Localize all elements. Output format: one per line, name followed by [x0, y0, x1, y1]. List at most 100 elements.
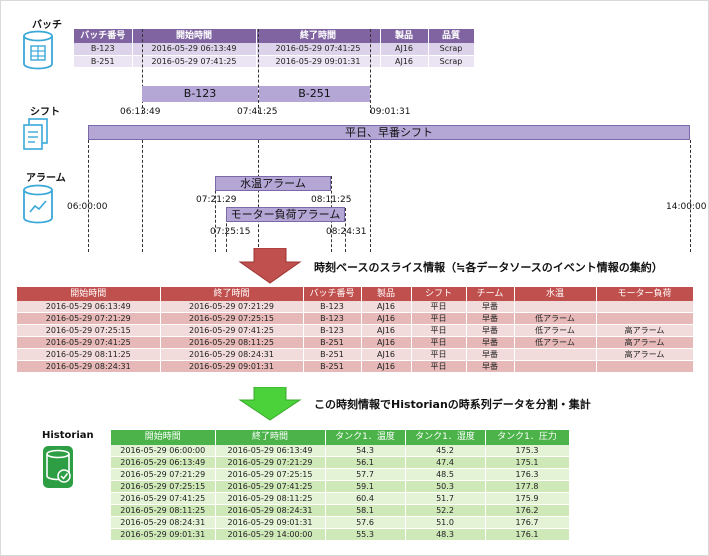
- batch-col-header: バッチ番号: [74, 29, 133, 43]
- slice-col-header: 水温: [514, 287, 597, 301]
- table-cell: 48.5: [405, 468, 486, 481]
- axis-end-guide: [690, 140, 691, 252]
- batch-end-guide: [370, 29, 371, 113]
- table-cell: 175.1: [485, 456, 570, 469]
- table-row: B-123 2016-05-29 06:13:49 2016-05-29 07:…: [74, 43, 475, 56]
- batch-time-label: 07:41:25: [237, 107, 278, 117]
- table-cell: 早番: [466, 301, 515, 313]
- table-row: 2016-05-29 07:41:25 2016-05-29 08:11:25 …: [111, 492, 570, 505]
- slice-col-header: 製品: [361, 287, 412, 301]
- table-cell: 45.2: [405, 445, 486, 457]
- table-cell: 50.3: [405, 480, 486, 493]
- table-cell: AJ16: [380, 43, 429, 56]
- batch-end-guide-lower: [370, 140, 371, 252]
- batch-start-guide-lower: [142, 140, 143, 252]
- table-cell: 平日: [411, 360, 467, 373]
- table-cell: AJ16: [361, 312, 412, 325]
- table-cell: 平日: [411, 301, 467, 313]
- down-arrow-red-icon: [238, 248, 302, 284]
- table-cell: 早番: [466, 360, 515, 373]
- table-cell: 51.0: [405, 516, 486, 529]
- slice-col-header: モーター負荷: [596, 287, 694, 301]
- table-cell: 55.3: [325, 528, 406, 541]
- table-cell: 60.4: [325, 492, 406, 505]
- table-cell: AJ16: [361, 336, 412, 349]
- slice-col-header: チーム: [466, 287, 515, 301]
- table-cell: 54.3: [325, 445, 406, 457]
- water-alarm-bar: 水温アラーム: [215, 176, 331, 191]
- table-cell: 2016-05-29 06:13:49: [215, 445, 326, 457]
- table-row: 2016-05-29 08:11:25 2016-05-29 08:24:31 …: [17, 348, 694, 361]
- table-cell: 176.3: [485, 468, 570, 481]
- table-cell: 2016-05-29 07:25:15: [17, 324, 161, 337]
- table-cell: 平日: [411, 348, 467, 361]
- table-cell: 2016-05-29 07:21:29: [17, 312, 161, 325]
- batch-col-header: 製品: [380, 29, 429, 43]
- table-cell: 177.8: [485, 480, 570, 493]
- table-cell: 2016-05-29 08:11:25: [17, 348, 161, 361]
- slice-table: 開始時間 終了時間 バッチ番号 製品 シフト チーム 水温 モーター負荷 201…: [17, 287, 694, 373]
- slice-col-header: 開始時間: [17, 287, 161, 301]
- table-cell: 47.4: [405, 456, 486, 469]
- table-row: 2016-05-29 07:25:15 2016-05-29 07:41:25 …: [17, 324, 694, 337]
- table-cell: [514, 301, 597, 313]
- table-cell: AJ16: [361, 360, 412, 373]
- table-cell: 2016-05-29 07:41:25: [132, 55, 257, 68]
- table-cell: 早番: [466, 336, 515, 349]
- table-cell: 2016-05-29 08:24:31: [111, 516, 216, 529]
- table-row: 2016-05-29 07:21:29 2016-05-29 07:25:15 …: [111, 468, 570, 481]
- table-cell: 58.1: [325, 504, 406, 517]
- table-cell: 2016-05-29 14:00:00: [215, 528, 326, 541]
- slice-col-header: シフト: [411, 287, 467, 301]
- table-cell: 2016-05-29 07:41:25: [256, 43, 381, 56]
- table-cell: 175.3: [485, 445, 570, 457]
- water-alarm-start-guide: [215, 176, 216, 252]
- water-alarm-end-label: 08:11:25: [311, 195, 352, 205]
- motor-alarm-end-label: 08:24:31: [326, 227, 367, 237]
- table-row: 2016-05-29 06:13:49 2016-05-29 07:21:29 …: [111, 456, 570, 469]
- table-cell: AJ16: [361, 348, 412, 361]
- shift-bar: 平日、早番シフト: [88, 125, 690, 140]
- historian-section-label: Historian: [42, 430, 94, 441]
- table-cell: B-251: [303, 360, 362, 373]
- batch-start-guide: [142, 29, 143, 113]
- batch-mid-guide: [258, 29, 259, 113]
- table-cell: [596, 301, 694, 313]
- database-chart-icon: [23, 184, 53, 224]
- documents-icon: [23, 118, 48, 150]
- table-cell: 2016-05-29 07:21:29: [160, 301, 304, 313]
- batch-table: バッチ番号 開始時間 終了時間 製品 品質 B-123 2016-05-29 0…: [74, 29, 475, 68]
- table-cell: 48.3: [405, 528, 486, 541]
- table-cell: 56.1: [325, 456, 406, 469]
- table-cell: 低アラーム: [514, 336, 597, 349]
- table-row: 2016-05-29 07:41:25 2016-05-29 08:11:25 …: [17, 336, 694, 349]
- table-row: 2016-05-29 08:24:31 2016-05-29 09:01:31 …: [17, 360, 694, 373]
- table-cell: 高アラーム: [596, 324, 694, 337]
- table-cell: 2016-05-29 09:01:31: [256, 55, 381, 68]
- historian-table: 開始時間 終了時間 タンク1．温度 タンク1．湿度 タンク1．圧力 2016-0…: [111, 430, 570, 541]
- table-cell: 2016-05-29 07:41:25: [160, 324, 304, 337]
- batch-col-header: 終了時間: [256, 29, 381, 43]
- table-cell: 2016-05-29 06:13:49: [111, 456, 216, 469]
- table-cell: 早番: [466, 324, 515, 337]
- table-cell: 2016-05-29 07:41:25: [111, 492, 216, 505]
- axis-start-label: 06:00:00: [67, 202, 108, 212]
- table-cell: 57.7: [325, 468, 406, 481]
- hist-col-header: 終了時間: [215, 430, 326, 445]
- table-row: 2016-05-29 06:00:00 2016-05-29 06:13:49 …: [111, 445, 570, 457]
- table-cell: 175.9: [485, 492, 570, 505]
- table-cell: [514, 348, 597, 361]
- table-cell: 平日: [411, 336, 467, 349]
- table-row: 2016-05-29 08:11:25 2016-05-29 08:24:31 …: [111, 504, 570, 517]
- table-cell: 平日: [411, 312, 467, 325]
- motor-alarm-start-label: 07:25:15: [210, 227, 251, 237]
- table-cell: 2016-05-29 08:11:25: [160, 336, 304, 349]
- table-cell: 早番: [466, 312, 515, 325]
- batch-col-header: 開始時間: [132, 29, 257, 43]
- table-cell: 176.1: [485, 528, 570, 541]
- batch-bar-b123: B-123: [142, 86, 258, 102]
- slice-col-header: バッチ番号: [303, 287, 362, 301]
- table-cell: 59.1: [325, 480, 406, 493]
- table-cell: AJ16: [380, 55, 429, 68]
- table-cell: B-123: [303, 301, 362, 313]
